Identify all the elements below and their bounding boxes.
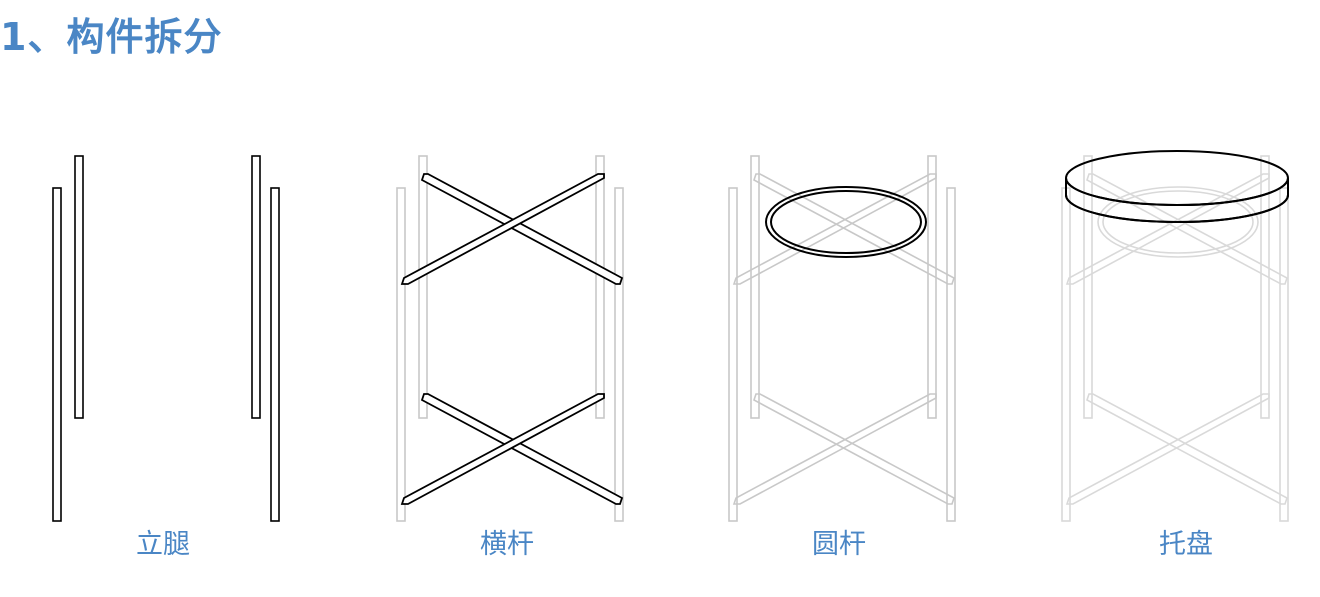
page-title: 1、构件拆分 [0,15,223,59]
ring-panel [765,186,927,258]
legs-panel [52,155,280,522]
crossbar-lower-a [420,393,624,505]
caption-ring: 圆杆 [812,529,866,560]
leg-back-right [251,155,261,419]
crossbar-upper-b [400,173,605,285]
leg-back-left [74,155,84,419]
crossbars-context [396,155,624,522]
ring-outer [765,186,927,258]
leg-front-left [52,187,62,522]
caption-crossbars: 横杆 [480,529,534,560]
tray-top-edge [1065,150,1289,206]
ring-inner [770,190,922,254]
tray-side [1065,178,1289,223]
caption-tray: 托盘 [1159,529,1213,560]
leg-front-right [270,187,280,522]
tray-panel [1065,150,1289,223]
crossbar-lower-b [400,393,605,505]
ring-context [728,155,956,522]
tray-context [1061,155,1289,522]
crossbars-panel [400,173,624,505]
caption-legs: 立腿 [136,529,190,560]
crossbar-upper-a [420,173,624,285]
